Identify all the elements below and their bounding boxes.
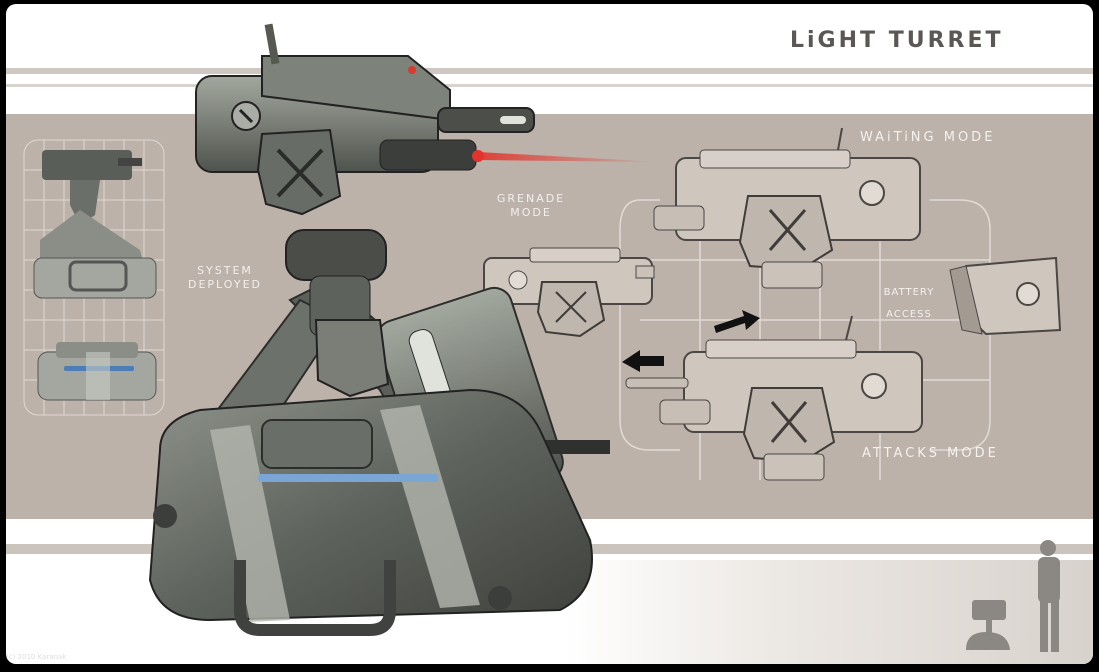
main-turret xyxy=(148,23,610,636)
stowed-turret-sketch xyxy=(37,342,157,401)
label-grenade-mode: GRENADE MODE xyxy=(496,192,566,219)
label-battery-access: BATTERY ACCESS xyxy=(883,287,935,320)
waiting-mode-head xyxy=(653,127,921,289)
top-band xyxy=(6,68,1093,74)
arrow-right-icon xyxy=(714,310,760,333)
copyright-text: (c) 2010 Karanak xyxy=(6,653,67,661)
artist-logo: Kar'sArt xyxy=(6,638,62,652)
label-waiting-mode: WAiTiNG MODE xyxy=(860,130,996,145)
top-band-thin xyxy=(6,84,1093,87)
label-attacks-mode: ATTACKS MODE xyxy=(862,446,999,461)
attacks-mode-head xyxy=(625,315,923,481)
page-title: LiGHT TURRET xyxy=(790,28,1004,53)
label-system-deployed: SYSTEM DEPLOYED xyxy=(188,264,262,291)
laser-beam xyxy=(478,152,660,162)
arrow-left-icon xyxy=(622,350,664,372)
scale-comparison xyxy=(966,540,1060,652)
grenade-mode-head xyxy=(483,247,655,338)
battery-access-module xyxy=(949,256,1062,336)
deployed-turret-sketch xyxy=(33,150,157,299)
